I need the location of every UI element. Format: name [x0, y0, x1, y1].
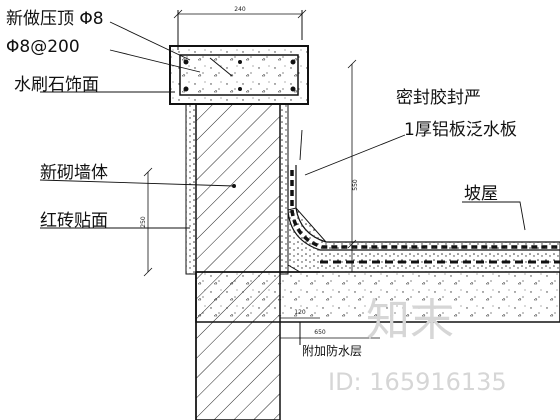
dimension-coping-width: 240 [173, 6, 307, 19]
callout-tile: 红砖贴面 [40, 211, 108, 231]
dim-coping-text: 240 [234, 6, 246, 13]
callout-waterproof: 附加防水层 [302, 343, 362, 358]
coping-beam [169, 45, 309, 105]
dimension-offset: 120 [280, 309, 320, 319]
callout-finish: 水刷石饰面 [14, 75, 99, 95]
dim-tile-text: 250 [140, 216, 147, 228]
dim-base-text: 650 [314, 329, 326, 336]
callout-coping: 新做压顶 Φ8 [6, 9, 104, 29]
leaders [39, 21, 526, 231]
dim-offset-text: 120 [294, 309, 306, 316]
callout-rebar: Φ8@200 [6, 37, 80, 57]
watermark-id: ID: 165916135 [328, 368, 507, 396]
flashing-layers [287, 165, 560, 273]
dimension-tile: 250 [140, 167, 153, 277]
dimension-upstand: 550 [347, 59, 359, 272]
dim-upstand-text: 550 [352, 179, 359, 191]
dimension-base: 650 [280, 329, 380, 339]
callout-sealant: 密封胶封严 [396, 88, 481, 108]
masonry-wall [185, 103, 289, 420]
watermark-logo: 知末 [366, 295, 454, 346]
callout-roof: 坡屋 [464, 184, 498, 204]
callout-wall: 新砌墙体 [40, 163, 108, 183]
callout-flashing: 1厚铝板泛水板 [404, 120, 517, 140]
